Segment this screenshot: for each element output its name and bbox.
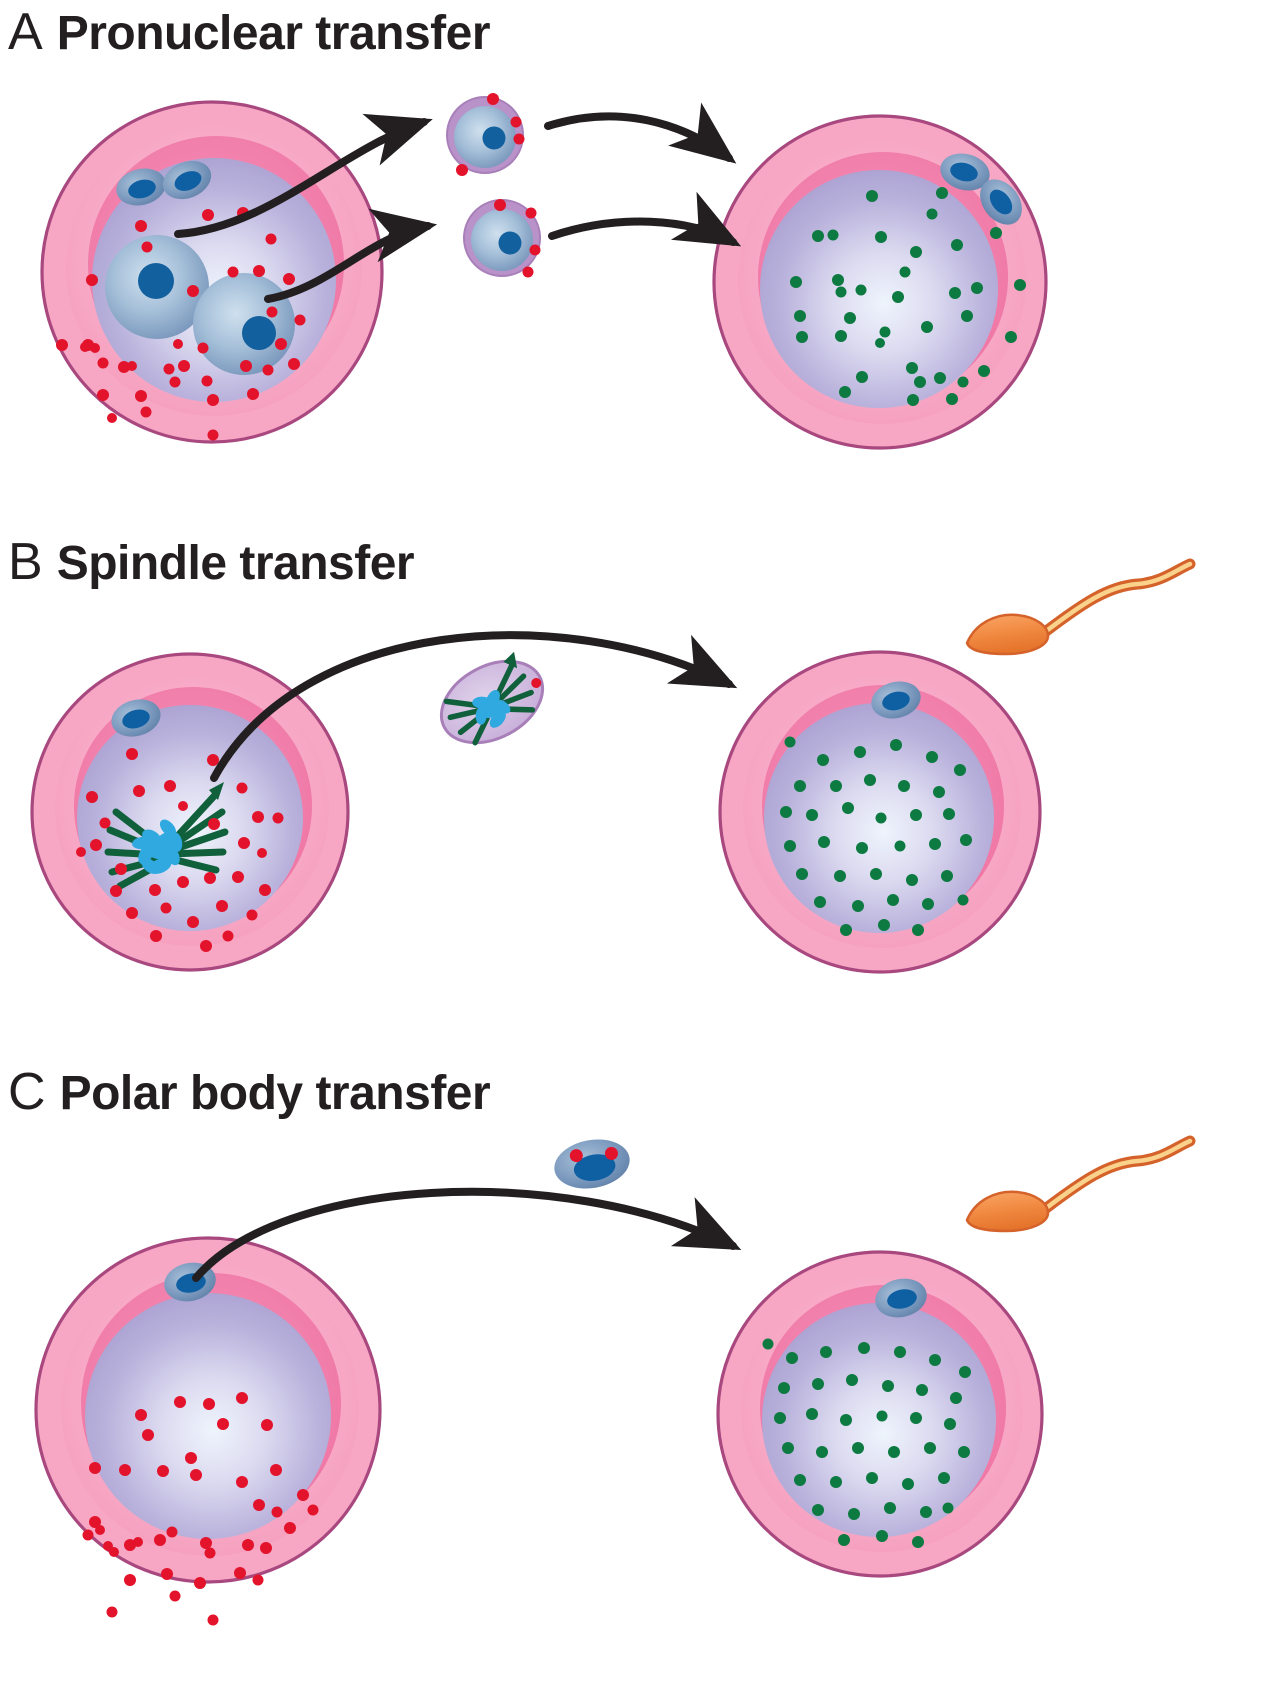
panel-c-letter: C [8,1063,46,1121]
karyoplast-1-mitochondria [456,93,525,176]
donor-oocyte-reconstructed[interactable] [718,650,1042,974]
karyoplast-nucleolus-1 [482,126,506,150]
polar-body-pair-a2 [940,153,1022,225]
polar-body-b1-chromatin [122,709,150,729]
panel-b-label: Spindle transfer [56,537,415,590]
polar-body-karyoplast-mito-1 [569,1149,583,1163]
ooplasm-a2 [760,170,998,408]
polar-body-b1 [111,699,161,737]
polar-body-c2-chromatin [887,1289,917,1309]
polar-body-a2-2-chromatin [989,189,1013,215]
arrow-extract-pronucleus-1 [174,113,433,238]
nucleolus-2 [242,316,276,350]
spermatozoon-b[interactable] [965,558,1196,656]
patient-oocyte[interactable] [30,652,350,972]
spindle-fibers-karyoplast [443,661,536,746]
chromosomes-b1 [132,819,183,874]
spindle-pole-arrow-karyoplast [503,651,518,669]
panel-a-graphics [40,93,1048,450]
pronucleus-paternal[interactable] [193,273,295,375]
karyoplast-nucleolus-2 [498,231,522,255]
donor-zygote-reconstructed[interactable] [712,114,1048,450]
spindle-pole-arrow-b1 [209,782,224,800]
chromosomes-karyoplast [472,690,511,728]
arrow-polar-body-transfer [192,1187,742,1282]
panel-a-letter: A [8,3,43,61]
pronuclear-karyoplast-lower[interactable] [463,199,541,278]
karyoplast-b-mitochondrion [531,677,542,688]
polar-body-karyoplast[interactable] [550,1134,633,1194]
nucleolus-1 [138,263,174,299]
spindle-karyoplast[interactable] [427,645,556,759]
spermatozoon-c[interactable] [965,1135,1196,1233]
meiotic-spindle-b1[interactable] [104,782,229,890]
healthy-mitochondria-group-a [790,187,1026,406]
panel-c-label: Polar body transfer [59,1067,491,1120]
polar-body-1-chromatin [128,179,156,199]
polar-body-2-chromatin [174,171,202,191]
mutant-mitochondria-group-c [82,1392,319,1626]
donor-oocyte-reconstructed-c[interactable] [716,1250,1044,1578]
healthy-mitochondria-group-b [780,736,972,936]
mutant-mitochondria-group-b [76,748,284,952]
sperm-tail-highlight-c [1042,1138,1193,1212]
pronucleus-maternal[interactable] [105,235,209,339]
sperm-tail-highlight-b [1042,561,1193,635]
ooplasm-c1 [85,1293,331,1539]
panel-a-arrows [174,102,742,303]
polar-body-c2 [875,1278,927,1318]
patient-oocyte-polar-body-donor[interactable] [34,1236,382,1626]
polar-body-karyoplast-chromatin [573,1154,616,1181]
polar-body-karyoplast-mito-2 [604,1146,618,1160]
panel-a-label: Pronuclear transfer [56,7,491,60]
mutant-mitochondria-group [56,207,306,441]
panel-b-graphics [30,558,1196,974]
karyoplast-2-mitochondria [494,199,541,278]
arrow-inject-pronucleus-2 [548,191,742,247]
sperm-head-b [965,613,1050,656]
polar-body-b2-chromatin [882,691,910,711]
sperm-head-c [965,1190,1050,1233]
arrow-inject-pronucleus-1 [544,102,737,164]
polar-body-pair [116,160,212,206]
panel-c-graphics [34,1134,1196,1626]
panel-b-letter: B [8,533,43,591]
arrow-spindle-transfer [210,631,738,782]
pronuclear-karyoplast-upper[interactable] [446,93,525,176]
healthy-mitochondria-group-c [762,1338,971,1548]
polar-body-b2 [871,681,921,719]
polar-body-a2-1-chromatin [950,162,978,182]
arrow-extract-pronucleus-2 [264,208,438,303]
